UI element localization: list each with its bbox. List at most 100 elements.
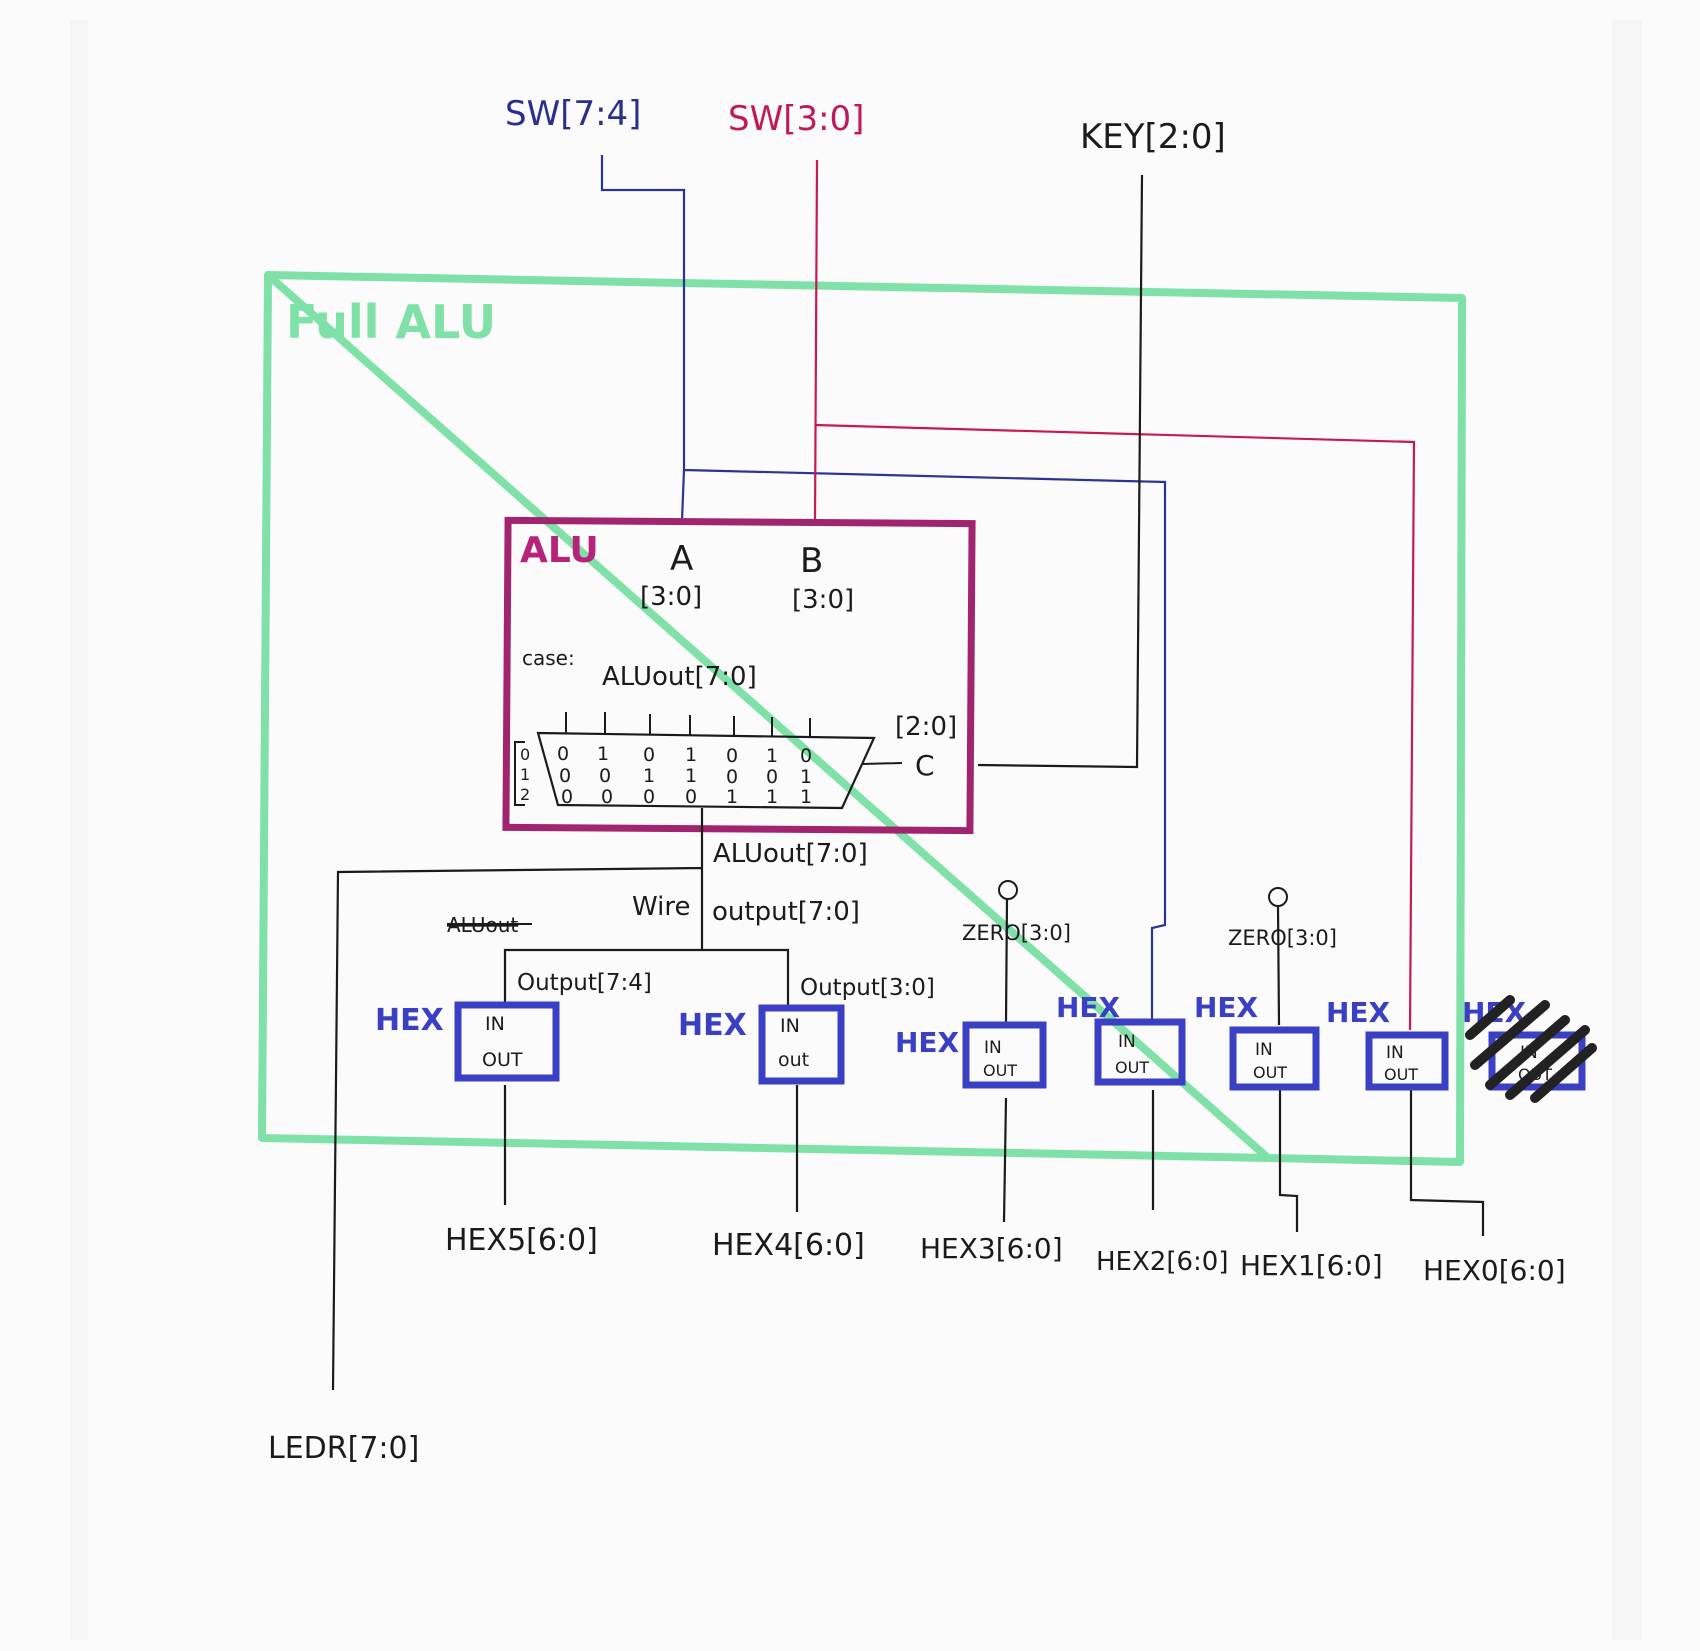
mux-bit: 0 xyxy=(643,744,655,766)
mux-bit: 0 xyxy=(726,745,738,767)
mux-bit: 0 xyxy=(726,766,738,788)
hex-out: out xyxy=(778,1049,809,1071)
alu-out-label: ALUout[7:0] xyxy=(602,662,757,692)
select-label-0: 0 xyxy=(520,745,530,764)
mux-bit: 0 xyxy=(559,765,571,787)
hex-in: IN xyxy=(780,1015,800,1037)
select-label-2: 2 xyxy=(520,785,530,804)
hex-box xyxy=(758,1004,845,1085)
hex-out: OUT xyxy=(482,1049,523,1071)
alu-out-below-label: ALUout[7:0] xyxy=(713,839,868,869)
c-wire-stub xyxy=(861,762,903,765)
mux-bit: 1 xyxy=(800,766,812,788)
hex-box xyxy=(962,1021,1047,1089)
alu-c-range: [2:0] xyxy=(895,712,957,742)
hex-tag: HEX xyxy=(678,1008,747,1043)
mux-bit: 0 xyxy=(685,786,697,808)
mux-bit: 1 xyxy=(685,765,697,787)
alu-a-name: A xyxy=(670,539,693,579)
mux-bit: 0 xyxy=(800,745,812,767)
zero-b-label: ZERO[3:0] xyxy=(1228,926,1337,950)
hex-block-2: HEX IN OUT xyxy=(1056,991,1186,1086)
alu-b-name: B xyxy=(800,541,823,581)
output-low-label: Output[3:0] xyxy=(800,975,935,1001)
scratch-marks xyxy=(1465,995,1597,1103)
hex3-output-label: HEX3[6:0] xyxy=(920,1232,1063,1265)
alu-label: ALU xyxy=(520,530,599,571)
hex-in: IN xyxy=(984,1038,1002,1058)
wire-key xyxy=(977,174,1144,769)
hex-box xyxy=(454,1001,560,1082)
hex-out: OUT xyxy=(1384,1065,1418,1084)
hex-block-5: HEX IN OUT xyxy=(375,1001,560,1082)
zero-a-terminal xyxy=(998,880,1018,900)
hex-out: OUT xyxy=(983,1061,1017,1080)
mux-input-ticks xyxy=(565,712,811,738)
mux-bit: 1 xyxy=(643,765,655,787)
hex-block-1: HEX IN OUT xyxy=(1194,991,1320,1091)
wire-label: Wire xyxy=(632,892,690,922)
mux-bit: 1 xyxy=(800,786,812,808)
hex-tag: HEX xyxy=(1326,996,1391,1029)
hex-out: OUT xyxy=(1115,1058,1149,1077)
hex-in: IN xyxy=(1386,1043,1404,1063)
wire-sw-low xyxy=(813,159,1416,1031)
alu-c-name: C xyxy=(915,749,935,782)
hex2-output-label: HEX2[6:0] xyxy=(1096,1247,1228,1277)
alu-b-range: [3:0] xyxy=(792,585,854,615)
hex-block-3: HEX IN OUT xyxy=(895,1021,1047,1089)
hex-out: OUT xyxy=(1253,1063,1287,1082)
mux-bit: 1 xyxy=(685,744,697,766)
hex5-output-label: HEX5[6:0] xyxy=(445,1223,598,1258)
hex-block-0: HEX IN OUT xyxy=(1326,996,1449,1091)
alu-a-range: [3:0] xyxy=(640,582,702,612)
hex-tag: HEX xyxy=(1194,991,1259,1024)
wire-alu-out xyxy=(331,808,1485,1391)
wire-zero-a xyxy=(1004,898,1009,1023)
paper-background xyxy=(70,20,1642,1640)
select-bracket xyxy=(514,741,525,806)
hex-in: IN xyxy=(1255,1040,1273,1060)
alu-case-label: case: xyxy=(522,646,575,670)
sw-low-label: SW[3:0] xyxy=(728,99,864,139)
hex-box xyxy=(1365,1031,1449,1091)
full-alu-box xyxy=(258,271,1466,1166)
hex1-output-label: HEX1[6:0] xyxy=(1240,1249,1383,1282)
mux-bit: 0 xyxy=(766,766,778,788)
wire-sw-high xyxy=(600,155,1167,1020)
select-label-1: 1 xyxy=(520,765,530,784)
zero-b-terminal xyxy=(1268,887,1288,907)
hex-box xyxy=(1229,1026,1320,1091)
hex-in: IN xyxy=(485,1013,505,1035)
ledr-output-label: LEDR[7:0] xyxy=(268,1431,419,1466)
key-label: KEY[2:0] xyxy=(1080,117,1226,157)
sw-high-label: SW[7:4] xyxy=(505,94,641,134)
mux-bit: 0 xyxy=(601,786,613,808)
hex0-output-label: HEX0[6:0] xyxy=(1423,1254,1566,1287)
hex-in: IN xyxy=(1118,1032,1136,1052)
hex-block-4: HEX IN out xyxy=(678,1004,845,1085)
mux-bit: 0 xyxy=(599,765,611,787)
hex-box xyxy=(1094,1018,1186,1086)
mux-bit: 0 xyxy=(643,786,655,808)
hex-tag: HEX xyxy=(375,1003,444,1038)
output-high-label: Output[7:4] xyxy=(517,970,652,996)
mux-bit: 0 xyxy=(557,743,569,765)
mux-bit: 1 xyxy=(726,786,738,808)
wire-zero-b xyxy=(1276,905,1281,1026)
alu-box xyxy=(502,516,976,835)
mux-bit: 1 xyxy=(766,786,778,808)
select-labels: 0 1 2 xyxy=(520,745,530,804)
hex4-output-label: HEX4[6:0] xyxy=(712,1228,865,1263)
output-label: output[7:0] xyxy=(712,897,860,927)
mux-bit-grid: 0 1 0 1 0 1 0 0 0 1 1 0 0 1 0 0 0 0 1 1 … xyxy=(557,743,812,808)
mux-bit: 0 xyxy=(561,786,573,808)
mux-shape xyxy=(536,731,876,810)
mux-bit: 1 xyxy=(766,745,778,767)
mux-bit: 1 xyxy=(597,743,609,765)
hex-tag: HEX xyxy=(895,1026,960,1059)
full-alu-label: Full ALU xyxy=(286,295,496,349)
zero-a-label: ZERO[3:0] xyxy=(962,921,1071,945)
scratched-hex-block: HEX IN OUT xyxy=(1462,995,1597,1103)
